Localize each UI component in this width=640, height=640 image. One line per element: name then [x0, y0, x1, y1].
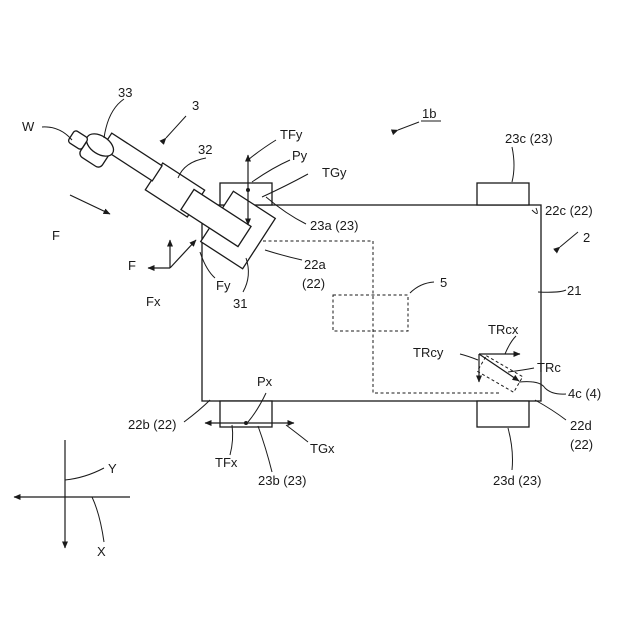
label-corner-22d-1: 22d [570, 418, 592, 433]
label-wheel-23a: 23a (23) [310, 218, 358, 233]
label-end-effector-33: 33 [118, 85, 132, 100]
leader-tfx [230, 425, 233, 455]
label-corner-22c: 22c (22) [545, 203, 593, 218]
label-corner-22d-2: (22) [570, 437, 593, 452]
leader-tgx [286, 425, 308, 442]
label-wheel-23c: 23c (23) [505, 131, 553, 146]
leader-axis-y [65, 468, 104, 480]
label-force-f-main: F [52, 228, 60, 243]
label-py: Py [292, 148, 308, 163]
leader-py [252, 160, 290, 182]
label-body-21: 21 [567, 283, 581, 298]
label-wheel-23b: 23b (23) [258, 473, 306, 488]
py-point [246, 188, 250, 192]
label-force-f-small: F [128, 258, 136, 273]
label-tfy: TFy [280, 127, 303, 142]
label-trcx: TRcx [488, 322, 519, 337]
label-corner-22a-1: 22a [304, 257, 326, 272]
leader-fig-1b [398, 122, 419, 130]
label-robot-3: 3 [192, 98, 199, 113]
leader-w [42, 127, 72, 140]
leader-vehicle-2 [560, 232, 578, 247]
label-corner-22b: 22b (22) [128, 417, 176, 432]
label-workpiece-w: W [22, 119, 35, 134]
leader-23c [512, 147, 514, 182]
label-axis-x: X [97, 544, 106, 559]
label-force-fx: Fx [146, 294, 161, 309]
label-arm-32: 32 [198, 142, 212, 157]
wheel-23c [477, 183, 529, 205]
leader-23d [508, 428, 513, 470]
force-f-arrow [70, 195, 110, 214]
leader-23b [258, 426, 272, 472]
label-wheel-23d: 23d (23) [493, 473, 541, 488]
label-tfx: TFx [215, 455, 238, 470]
label-sensor-4c: 4c (4) [568, 386, 601, 401]
px-point [244, 421, 248, 425]
label-force-fy: Fy [216, 278, 231, 293]
label-tgy: TGy [322, 165, 347, 180]
robot-arm-rod [102, 133, 162, 181]
label-trcy: TRcy [413, 345, 444, 360]
leader-21 [538, 290, 566, 292]
leader-22b [184, 400, 210, 422]
label-axis-y: Y [108, 461, 117, 476]
leader-robot-3 [166, 116, 186, 138]
label-trc: TRc [537, 360, 561, 375]
leader-tfy [248, 140, 276, 160]
label-vehicle-2: 2 [583, 230, 590, 245]
leader-22d [535, 400, 566, 420]
wheel-23d [477, 401, 529, 427]
leader-axis-x [92, 497, 104, 542]
label-tgx: TGx [310, 441, 335, 456]
label-controller-5: 5 [440, 275, 447, 290]
label-base-31: 31 [233, 296, 247, 311]
label-fig-1b: 1b [422, 106, 436, 121]
leader-33 [104, 99, 124, 138]
f-small-arrow [170, 240, 196, 268]
label-px: Px [257, 374, 273, 389]
label-corner-22a-2: (22) [302, 276, 325, 291]
